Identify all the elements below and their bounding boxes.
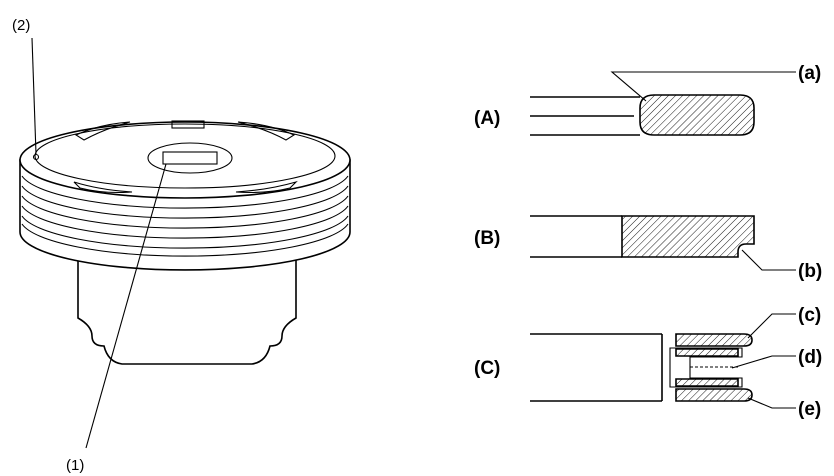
leader-c bbox=[747, 313, 796, 339]
part-label-c: (c) bbox=[798, 305, 821, 326]
valve-recess-bl bbox=[73, 181, 133, 194]
ring-c-lower-rail bbox=[675, 388, 753, 402]
ring-c-upper-rail bbox=[675, 333, 753, 347]
ring-b-profile bbox=[621, 215, 755, 258]
part-label-a: (a) bbox=[798, 63, 821, 84]
leader-a bbox=[610, 71, 796, 102]
ring-groove-4 bbox=[21, 205, 349, 239]
leader-2 bbox=[31, 37, 37, 155]
leader-e bbox=[747, 397, 796, 409]
valve-recess-tr bbox=[237, 121, 296, 141]
ring-groove-2 bbox=[21, 185, 349, 219]
piston-top-mark bbox=[171, 120, 205, 129]
section-a-ring bbox=[530, 71, 796, 136]
ring-c-expander-bottom bbox=[675, 378, 739, 387]
piston-illustration bbox=[19, 37, 351, 449]
section-b-ring bbox=[530, 215, 796, 271]
part-label-e: (e) bbox=[798, 399, 821, 420]
ring-groove-5 bbox=[21, 215, 349, 249]
callout-2: (2) bbox=[12, 17, 30, 34]
valve-recess-tl bbox=[74, 121, 131, 141]
ring-groove-3 bbox=[21, 195, 349, 229]
id-mark-box bbox=[162, 151, 218, 165]
valve-recess-br bbox=[235, 180, 298, 194]
piston-crown-inner bbox=[34, 123, 336, 189]
ring-a-profile bbox=[639, 94, 755, 136]
id-mark-ellipse bbox=[147, 142, 233, 174]
piston-dot bbox=[32, 153, 40, 161]
piston-crown bbox=[19, 121, 351, 199]
ring-c-expander bbox=[669, 347, 743, 388]
leader-1 bbox=[85, 163, 167, 449]
callout-1: (1) bbox=[66, 457, 84, 474]
leader-b bbox=[741, 249, 796, 271]
ring-c-expander-top bbox=[675, 348, 739, 357]
ring-groove-1 bbox=[21, 175, 349, 209]
ring-groove-6 bbox=[21, 223, 349, 257]
part-label-d: (d) bbox=[798, 347, 822, 368]
part-label-b: (b) bbox=[798, 261, 822, 282]
piston-skirt bbox=[77, 246, 297, 365]
section-c-ring bbox=[530, 313, 796, 409]
section-label-c: (C) bbox=[474, 358, 500, 379]
section-label-a: (A) bbox=[474, 108, 500, 129]
leader-d bbox=[731, 355, 796, 369]
section-label-b: (B) bbox=[474, 228, 500, 249]
